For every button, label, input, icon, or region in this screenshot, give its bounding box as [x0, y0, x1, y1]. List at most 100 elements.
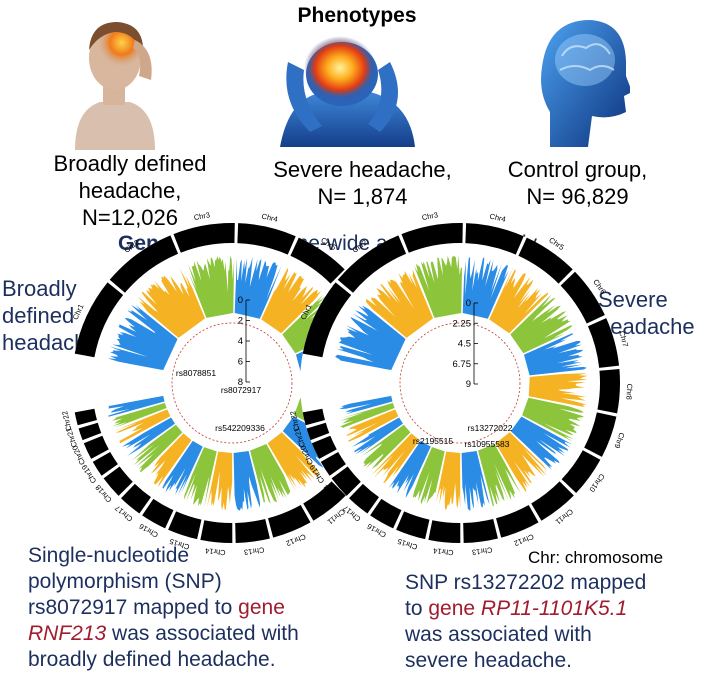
manhattan-wedge	[489, 267, 548, 334]
left-plot-label-line1: Broadly	[2, 276, 77, 301]
significance-threshold	[399, 322, 521, 444]
chromosome-label: Chr9	[612, 431, 626, 449]
chromosome-ring-segment	[74, 282, 124, 358]
chromosome-ring-segment	[349, 483, 379, 514]
chromosome-label: Chr2	[351, 238, 369, 255]
chromosome-ring-segment	[337, 235, 407, 293]
manhattan-wedge	[335, 305, 406, 371]
left-finding-line5: broadly defined headache.	[28, 648, 276, 671]
snp-label: rs542209336	[215, 423, 265, 433]
chromosome-label: Chr8	[624, 383, 634, 400]
manhattan-wedge	[108, 395, 165, 417]
chromosome-ring-segment	[587, 318, 620, 368]
chromosome-ring-segment	[109, 235, 179, 293]
chromosome-ring-segment	[302, 408, 325, 426]
manhattan-wedge	[366, 269, 434, 338]
radial-tick-label: 9	[466, 379, 471, 390]
phenotype-broad-line2: headache,	[78, 178, 182, 203]
chromosome-ring-segment	[168, 511, 202, 540]
chromosome-label: Chr5	[319, 235, 337, 252]
right-finding-gene-word: gene	[428, 597, 476, 620]
radial-tick-label: 4.5	[458, 339, 471, 350]
manhattan-wedge	[510, 294, 573, 354]
chromosome-ring-segment	[463, 519, 498, 543]
right-plot-label-line2: headache	[598, 314, 695, 339]
headache-woman-icon	[75, 22, 155, 150]
chromosome-ring-segment	[74, 408, 97, 426]
manhattan-wedge	[132, 424, 183, 473]
left-finding-gene-word: gene	[238, 596, 285, 619]
chromosome-label: Chr5	[547, 235, 565, 252]
chromosome-ring-segment	[268, 504, 311, 538]
manhattan-wedge	[523, 333, 587, 376]
manhattan-wedge	[510, 416, 572, 470]
left-finding-line2: polymorphism (SNP)	[28, 570, 222, 593]
snp-label: rs2195515	[413, 436, 453, 446]
manhattan-wedge	[436, 451, 461, 510]
chromosome-label: Chr16	[138, 522, 160, 540]
manhattan-wedge	[267, 432, 321, 492]
manhattan-wedge	[361, 424, 411, 470]
phenotype-control-label: Control group, N= 96,829	[480, 156, 675, 210]
manhattan-wedge	[478, 443, 521, 506]
chromosome-label: Chr22	[60, 410, 73, 432]
radial-tick-label: 8	[238, 377, 243, 388]
radial-tick-label: 2	[238, 316, 243, 327]
manhattan-wedge	[522, 397, 584, 442]
radial-tick-label: 0	[238, 295, 243, 306]
right-finding-line1: SNP rs13272202 mapped	[405, 571, 647, 594]
snp-label: rs8072917	[221, 385, 261, 395]
phenotype-control-line1: Control group,	[507, 157, 648, 182]
chromosome-label: Chr14	[433, 546, 454, 557]
chromosome-ring-segment	[173, 223, 235, 253]
chromosome-ring-segment	[237, 223, 296, 255]
chromosome-label: Chr14	[205, 546, 226, 557]
severe-headache-man-icon	[280, 36, 415, 147]
chromosome-label: Chr3	[421, 210, 439, 222]
phenotype-severe-label: Severe headache, N= 1,874	[255, 156, 470, 210]
manhattan-wedge	[371, 433, 420, 484]
chromosome-label: Chr12	[513, 532, 535, 548]
manhattan-wedge	[107, 304, 178, 371]
manhattan-wedge	[250, 443, 291, 504]
chromosome-ring-segment	[311, 435, 337, 459]
snp-label: rs10955583	[465, 439, 510, 449]
right-plot-label-line1: Severe	[598, 287, 668, 312]
left-finding-assoc: was associated with	[106, 622, 299, 645]
chromosome-ring-segment	[306, 422, 330, 441]
manhattan-wedge	[261, 268, 322, 334]
chromosome-label: Chr6	[591, 278, 608, 296]
manhattan-wedge	[121, 417, 175, 456]
manhattan-wedge	[187, 255, 235, 318]
right-finding-line4: severe headache.	[405, 649, 572, 672]
manhattan-wedge	[112, 402, 167, 429]
chromosome-label: Chr3	[193, 210, 211, 222]
chromosome-ring-segment	[597, 369, 621, 414]
right-finding-line3: was associated with	[405, 623, 592, 646]
manhattan-wedge	[351, 417, 403, 455]
radial-tick-label: 0	[466, 298, 471, 309]
left-finding-line3: rs8072917 mapped to gene	[28, 595, 299, 621]
chromosome-ring-segment	[302, 282, 352, 358]
chromosome-ring-segment	[235, 519, 270, 543]
phenotype-severe-line1: Severe headache,	[273, 157, 452, 182]
left-finding-line4: RNF213 was associated with	[28, 621, 299, 647]
manhattan-wedge	[206, 451, 233, 511]
phenotype-broad-line1: Broadly defined	[53, 151, 207, 176]
chromosome-ring-segment	[560, 271, 605, 324]
manhattan-wedge	[388, 440, 431, 499]
manhattan-wedge	[162, 440, 203, 496]
chromosome-ring-segment	[303, 481, 346, 521]
right-plot-label: Severe headache	[598, 286, 695, 340]
chromosome-ring-segment	[83, 435, 109, 459]
phenotype-broad-label: Broadly defined headache, N=12,026	[25, 150, 235, 231]
chromosome-ring-segment	[121, 483, 151, 514]
phenotype-broad-count: N=12,026	[81, 205, 179, 230]
manhattan-wedge	[345, 409, 399, 442]
manhattan-wedge	[233, 451, 261, 511]
snp-label: rs13272022	[468, 423, 513, 433]
right-finding-to: to	[405, 597, 429, 620]
significance-threshold	[171, 322, 293, 444]
chromosome-label: Chr4	[489, 212, 507, 224]
